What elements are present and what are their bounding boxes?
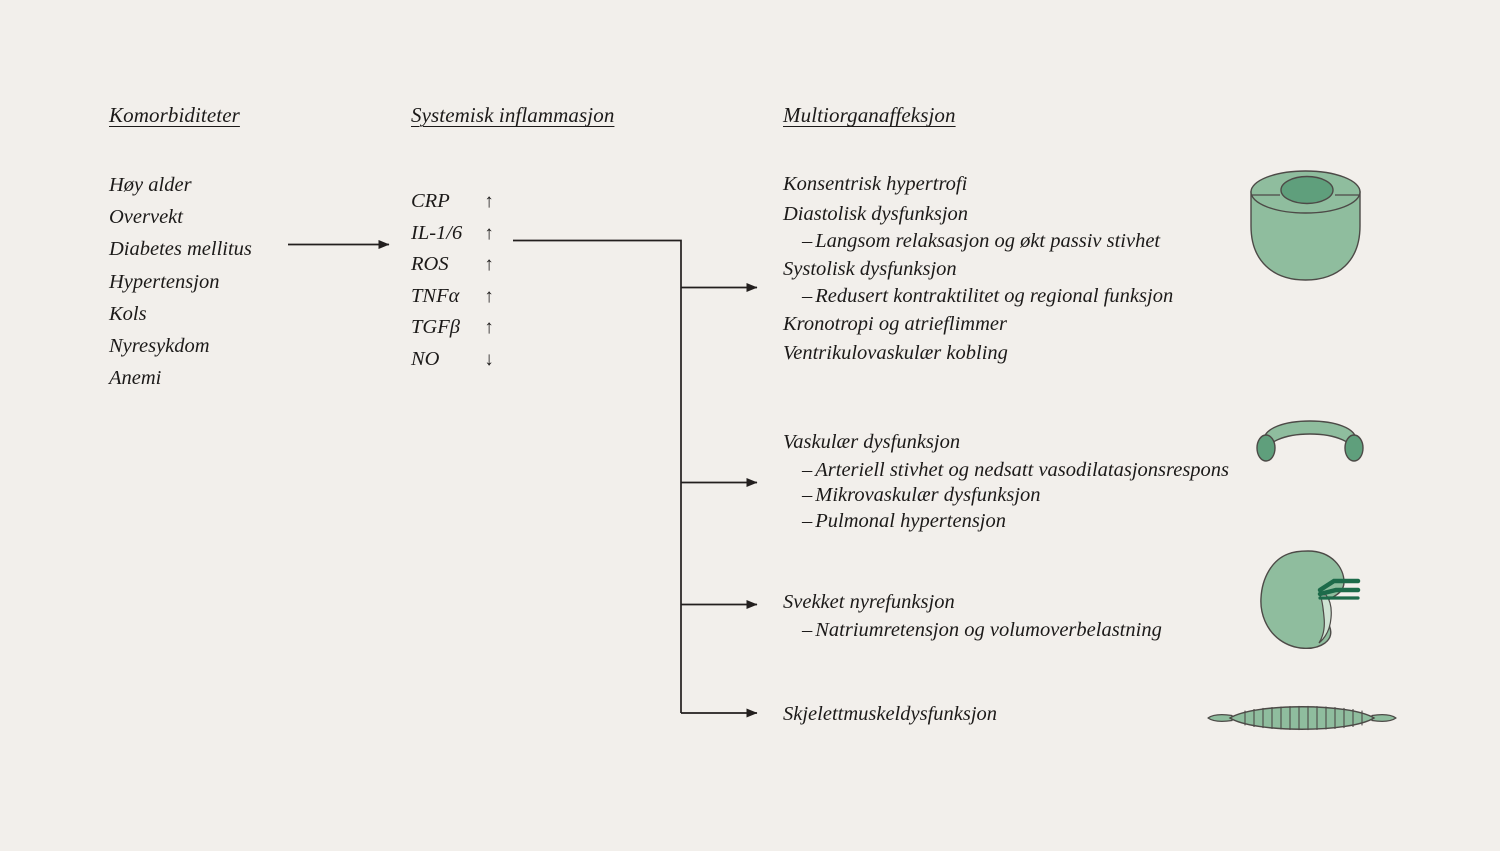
- list-item: Anemi: [109, 367, 162, 390]
- organ-line: Ventrikulovaskulær kobling: [783, 342, 1008, 364]
- organ-subline-text: Mikrovaskulær dysfunksjon: [815, 484, 1041, 506]
- organ-line: Vaskulær dysfunksjon: [783, 431, 961, 453]
- organ-line: Svekket nyrefunksjon: [783, 591, 955, 613]
- blood-vessel-icon: [1256, 420, 1364, 462]
- organ-line: Systolisk dysfunksjon: [783, 257, 957, 280]
- marker-name: ROS: [411, 253, 449, 275]
- organ-line: Diastolisk dysfunksjon: [783, 202, 969, 225]
- comorbidity-list: Høy alder Overvekt Diabetes mellitus Hyp…: [109, 169, 252, 394]
- marker-name: CRP: [411, 190, 450, 212]
- skeletal-muscle-icon: [1207, 705, 1397, 731]
- dash-glyph: –: [802, 230, 813, 252]
- marker-name: TNFα: [411, 284, 460, 307]
- marker-row: IL-1/6 ↑: [411, 222, 510, 254]
- arrow-up-icon: ↑: [484, 191, 494, 212]
- dash-glyph: –: [802, 484, 813, 506]
- organ-subline: –Arteriell stivhet og nedsatt vasodilata…: [783, 458, 1229, 484]
- list-item: Diabetes mellitus: [109, 238, 252, 261]
- dash-glyph: –: [802, 618, 813, 641]
- marker-name: TGFβ: [411, 316, 460, 338]
- column-heading-inflammation: Systemisk inflammasjon: [411, 103, 615, 127]
- arrow-down-icon: ↓: [484, 348, 494, 370]
- column-multiorgan: Multiorganaffeksjon: [783, 103, 956, 128]
- list-item: Hypertensjon: [109, 270, 220, 293]
- inflammation-trunk-line: [513, 239, 682, 713]
- list-item: Kols: [109, 302, 147, 325]
- organ-subline-text: Langsom relaksasjon og økt passiv stivhe…: [815, 230, 1161, 252]
- inflammation-marker-list: CRP ↑ IL-1/6 ↑ ROS ↑ TNFα ↑ TGFβ ↑ NO ↓: [411, 190, 510, 379]
- column-heading-multiorgan: Multiorganaffeksjon: [783, 103, 956, 127]
- arrow-up-icon: ↑: [484, 317, 494, 338]
- marker-row: CRP ↑: [411, 190, 510, 222]
- list-item: Høy alder: [109, 174, 192, 196]
- arrow-up-icon: ↑: [484, 254, 494, 275]
- organ-subline: –Pulmonal hypertensjon: [783, 509, 1229, 535]
- organ-line: Konsentrisk hypertrofi: [783, 173, 968, 195]
- marker-row: TNFα ↑: [411, 285, 510, 317]
- arrow-up-icon: ↑: [484, 222, 494, 244]
- organ-line: Skjelettmuskeldysfunksjon: [783, 703, 998, 725]
- organ-line: Kronotropi og atrieflimmer: [783, 312, 1007, 335]
- organ-block-renal: Svekket nyrefunksjon –Natriumretensjon o…: [783, 588, 1162, 643]
- list-item: Nyresykdom: [109, 335, 210, 358]
- dash-glyph: –: [802, 458, 813, 481]
- organ-subline: –Mikrovaskulær dysfunksjon: [783, 483, 1229, 509]
- marker-name: IL-1/6: [411, 221, 463, 244]
- dash-glyph: –: [802, 285, 813, 307]
- organ-subline-text: Arteriell stivhet og nedsatt vasodilatas…: [815, 458, 1230, 481]
- organ-subline-text: Natriumretensjon og volumoverbelastning: [815, 618, 1162, 641]
- organ-block-muscle: Skjelettmuskeldysfunksjon: [783, 700, 997, 730]
- column-heading-comorbidities: Komorbiditeter: [109, 103, 240, 127]
- kidney-icon: [1260, 550, 1361, 649]
- organ-subline: –Langsom relaksasjon og økt passiv stivh…: [783, 229, 1173, 255]
- marker-row: NO ↓: [411, 348, 510, 380]
- organ-block-cardiac: Konsentrisk hypertrofi Diastolisk dysfun…: [783, 170, 1173, 369]
- marker-row: ROS ↑: [411, 253, 510, 285]
- column-systemic-inflammation: Systemisk inflammasjon CRP ↑ IL-1/6 ↑ RO…: [411, 103, 614, 379]
- dash-glyph: –: [802, 509, 813, 532]
- organ-block-vascular: Vaskulær dysfunksjon –Arteriell stivhet …: [783, 428, 1229, 534]
- organ-subline: –Redusert kontraktilitet og regional fun…: [783, 284, 1173, 310]
- marker-name: NO: [411, 347, 440, 370]
- marker-row: TGFβ ↑: [411, 316, 510, 348]
- organ-subline: –Natriumretensjon og volumoverbelastning: [783, 618, 1162, 644]
- list-item: Overvekt: [109, 206, 183, 229]
- arrow-up-icon: ↑: [484, 285, 494, 307]
- organ-subline-text: Redusert kontraktilitet og regional funk…: [815, 285, 1174, 307]
- heart-cylinder-icon: [1250, 170, 1361, 281]
- organ-subline-text: Pulmonal hypertensjon: [815, 509, 1006, 532]
- column-comorbidities: Komorbiditeter Høy alder Overvekt Diabet…: [109, 103, 252, 394]
